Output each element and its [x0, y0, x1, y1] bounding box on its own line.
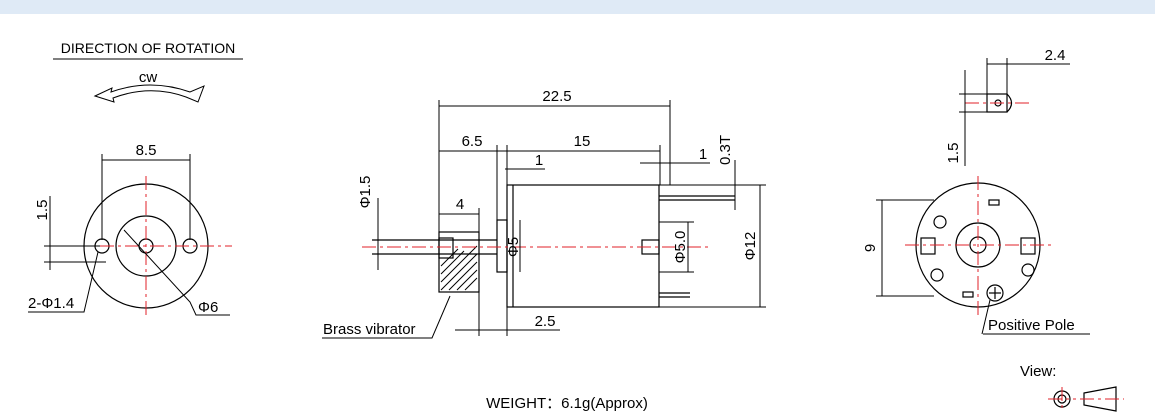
dim-bottom: 2.5 — [535, 313, 556, 330]
side-view: 22.5 6.5 15 1 1 0.3T Φ1.5 4 Φ5 Φ5.0 — [322, 88, 766, 339]
side-vibrator-slot — [438, 237, 454, 259]
projection-cone — [1083, 386, 1117, 412]
leader-holes — [28, 251, 99, 313]
rotation-direction: cw — [139, 69, 158, 86]
rear-hole-2 — [1021, 263, 1035, 277]
rear-brush-right — [1020, 237, 1036, 255]
dim-thick: 0.3T — [717, 135, 734, 165]
dim-pitch: 8.5 — [136, 142, 157, 159]
rear-tab-bottom — [962, 291, 974, 298]
dim-shaft-dia: Φ1.5 — [357, 176, 374, 209]
leader-pole — [981, 299, 991, 335]
weight-label: WEIGHT：6.1g(Approx) — [486, 395, 648, 412]
dim-body-dia: Φ12 — [742, 232, 759, 261]
front-view: 8.5 1.5 2-Φ1.4 Φ6 — [28, 142, 232, 318]
dim-offset: 1.5 — [34, 200, 51, 221]
projection-symbol — [1048, 386, 1124, 412]
dim-length: 22.5 — [542, 88, 571, 105]
dim-boss-dia2: Φ5.0 — [672, 231, 689, 264]
leader-vibrator — [322, 295, 451, 339]
rear-terminal-cap — [1006, 93, 1013, 113]
rear-view: 2.4 1.5 9 Positive Pole — [862, 47, 1090, 335]
label-pole: Positive Pole — [988, 317, 1075, 334]
rear-terminal-detail — [986, 93, 1008, 113]
rotation-group: DIRECTION OF ROTATION cw — [53, 40, 243, 103]
side-brass-vibrator — [438, 231, 480, 293]
rotation-arrow — [93, 84, 205, 103]
rear-hole-3 — [930, 268, 944, 282]
side-boss — [496, 219, 508, 273]
header-bar — [0, 0, 1155, 14]
dim-holes: 2-Φ1.4 — [28, 295, 74, 312]
dim-terminal: 2.4 — [1045, 47, 1066, 64]
dim-height: 9 — [862, 244, 879, 252]
rear-hole-1 — [933, 215, 947, 229]
dim-body: 15 — [574, 133, 591, 150]
side-motor-body — [506, 184, 660, 308]
side-vibrator-hatch — [440, 245, 478, 291]
dim-gap2: 1 — [699, 146, 707, 163]
dim-boss: Φ6 — [198, 299, 218, 316]
view-label: View: — [1020, 363, 1056, 380]
leader-boss — [123, 229, 230, 316]
rotation-title: DIRECTION OF ROTATION — [61, 40, 235, 56]
dim-term-h: 1.5 — [945, 143, 962, 164]
rear-positive-marker — [986, 284, 1004, 302]
dim-shaft: 6.5 — [462, 133, 483, 150]
rear-brush-left — [920, 237, 936, 255]
rear-tab-top — [988, 199, 1000, 206]
dim-gap1: 1 — [535, 152, 543, 169]
dim-vibrator-len: 4 — [456, 196, 464, 213]
dim-boss-dia: Φ5 — [505, 237, 522, 257]
label-vibrator: Brass vibrator — [323, 321, 416, 338]
